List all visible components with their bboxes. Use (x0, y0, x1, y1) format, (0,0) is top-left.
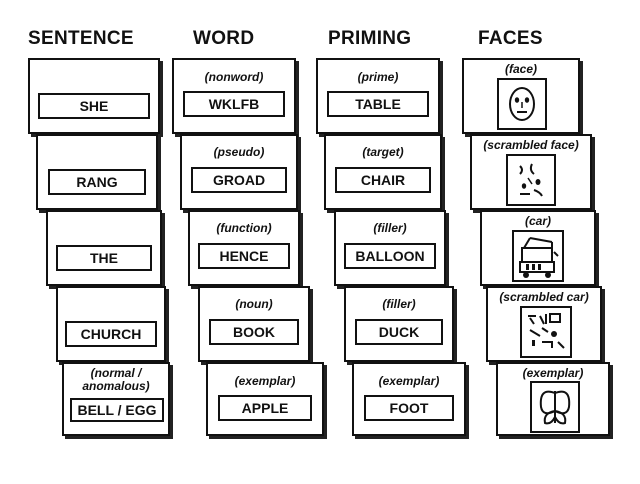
word-tag-2: (pseudo) (213, 145, 265, 159)
word-tag-3: (function) (216, 221, 272, 235)
faces-tag-3: (car) (524, 214, 551, 228)
priming-card-2: (target) CHAIR (324, 134, 442, 210)
word-card-1: (nonword) WKLFB (172, 58, 296, 134)
sentence-word-2: RANG (48, 169, 146, 195)
sentence-word-5: BELL / EGG (70, 398, 164, 422)
header-sentence: SENTENCE (28, 28, 134, 49)
word-text-3: HENCE (198, 243, 290, 269)
priming-tag-2: (target) (362, 145, 404, 159)
priming-text-5: FOOT (364, 395, 454, 421)
word-tag-5: (exemplar) (234, 374, 296, 388)
sentence-word-1: SHE (38, 93, 150, 119)
sentence-tag-line1: (normal / (90, 366, 142, 380)
word-text-1: WKLFB (183, 91, 285, 117)
word-text-2: GROAD (191, 167, 287, 193)
faces-card-2: (scrambled face) (470, 134, 592, 210)
priming-card-4: (filler) DUCK (344, 286, 454, 362)
priming-tag-1: (prime) (357, 70, 399, 84)
priming-text-2: CHAIR (335, 167, 431, 193)
faces-card-1: (face) (462, 58, 580, 134)
scrambled-face-icon (506, 154, 556, 206)
sentence-card-4: CHURCH (56, 286, 166, 362)
sentence-word-4: CHURCH (65, 321, 157, 347)
priming-tag-3: (filler) (373, 221, 407, 235)
scrambled-car-icon (520, 306, 572, 358)
priming-tag-5: (exemplar) (378, 374, 440, 388)
priming-text-1: TABLE (327, 91, 429, 117)
header-word: WORD (193, 28, 255, 49)
word-text-5: APPLE (218, 395, 312, 421)
word-tag-1: (nonword) (204, 70, 264, 84)
sentence-card-5: (normal / anomalous) BELL / EGG (62, 362, 170, 436)
faces-card-4: (scrambled car) (486, 286, 602, 362)
word-card-2: (pseudo) GROAD (180, 134, 298, 210)
header-faces: FACES (478, 28, 543, 49)
header-priming: PRIMING (328, 28, 412, 49)
word-card-3: (function) HENCE (188, 210, 300, 286)
butterfly-icon (530, 381, 580, 433)
priming-card-1: (prime) TABLE (316, 58, 440, 134)
priming-text-4: DUCK (355, 319, 443, 345)
faces-tag-4: (scrambled car) (499, 290, 589, 304)
faces-card-5: (exemplar) (496, 362, 610, 436)
sentence-card-2: RANG (36, 134, 158, 210)
sentence-card-1: SHE (28, 58, 160, 134)
word-card-5: (exemplar) APPLE (206, 362, 324, 436)
car-icon (512, 230, 564, 282)
priming-card-5: (exemplar) FOOT (352, 362, 466, 436)
priming-text-3: BALLOON (344, 243, 436, 269)
sentence-tag-line2: anomalous) (82, 379, 150, 393)
faces-card-3: (car) (480, 210, 596, 286)
faces-tag-5: (exemplar) (522, 366, 584, 380)
faces-tag-1: (face) (504, 62, 537, 76)
priming-card-3: (filler) BALLOON (334, 210, 446, 286)
sentence-card-3: THE (46, 210, 162, 286)
face-icon (497, 78, 547, 130)
faces-tag-2: (scrambled face) (483, 138, 579, 152)
sentence-word-3: THE (56, 245, 152, 271)
word-tag-4: (noun) (235, 297, 273, 311)
word-text-4: BOOK (209, 319, 299, 345)
priming-tag-4: (filler) (382, 297, 416, 311)
word-card-4: (noun) BOOK (198, 286, 310, 362)
